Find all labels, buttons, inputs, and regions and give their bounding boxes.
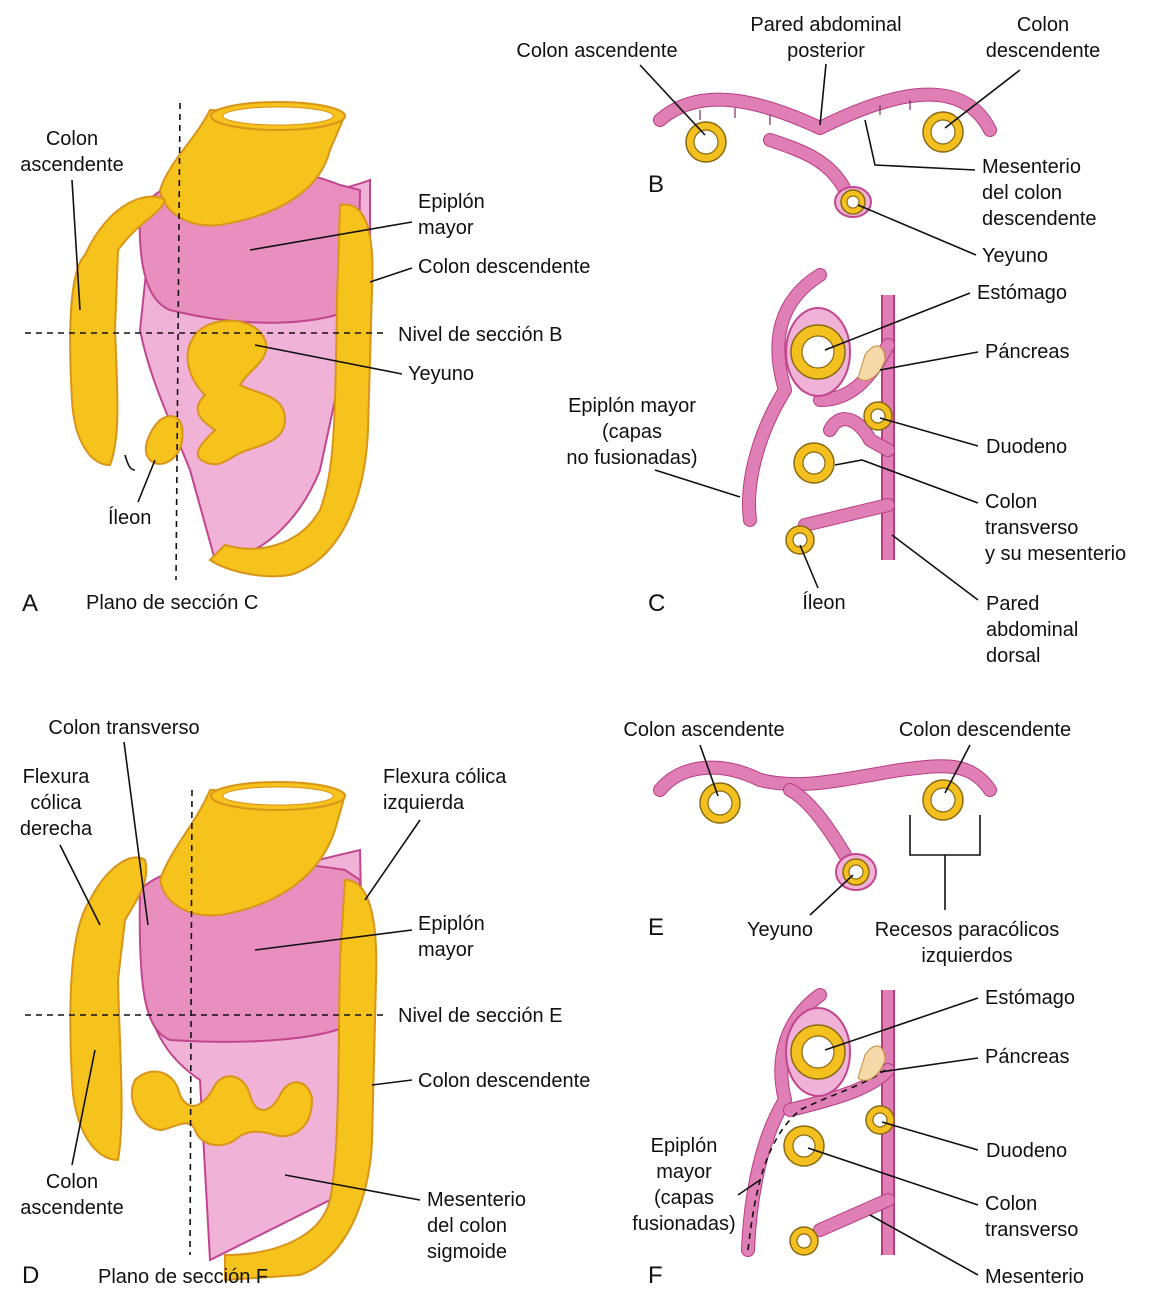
panel-a-label-colon-ascendente-1: Colon	[46, 128, 98, 150]
panel-b-label-mesenterio-1: Mesenterio	[982, 156, 1081, 178]
panel-d-label-mesenterio-2: del colon	[427, 1215, 507, 1237]
panel-f-label-colon-transverso-2: transverso	[985, 1219, 1078, 1241]
panel-f-letter: F	[648, 1262, 663, 1289]
panel-e-recesos-bracket	[910, 815, 980, 910]
panel-b-label-colon-descendente-2: descendente	[986, 40, 1101, 62]
panel-a-label-colon-ascendente-2: ascendente	[20, 154, 123, 176]
panel-f-label-epiplon-3: (capas	[654, 1187, 714, 1209]
panel-d-label-colon-transverso: Colon transverso	[48, 717, 199, 739]
panel-d-label-plano-seccion: Plano de sección F	[98, 1266, 268, 1288]
panel-b-label-yeyuno: Yeyuno	[982, 245, 1048, 267]
panel-f-label-estomago: Estómago	[985, 987, 1075, 1009]
panel-c-illustration	[749, 275, 892, 560]
panel-c-label-epiplon-3: no fusionadas)	[566, 447, 697, 469]
panel-d-label-nivel-seccion: Nivel de sección E	[398, 1005, 563, 1027]
panel-f-label-pancreas: Páncreas	[985, 1046, 1070, 1068]
panel-d-label-colon-ascendente-2: ascendente	[20, 1197, 123, 1219]
panel-d-label-mesenterio-3: sigmoide	[427, 1241, 507, 1263]
panel-d-label-flexura-derecha-1: Flexura	[23, 766, 91, 788]
panel-a-label-plano-seccion: Plano de sección C	[86, 592, 258, 614]
panel-a-label-epiplon-1: Epiplón	[418, 191, 485, 213]
panel-c-label-pared-1: Pared	[986, 593, 1039, 615]
panel-f-label-colon-transverso-1: Colon	[985, 1193, 1037, 1215]
panel-f-label-mesenterio: Mesenterio	[985, 1266, 1084, 1288]
panel-b-label-mesenterio-2: del colon	[982, 182, 1062, 204]
panel-d-label-colon-ascendente-1: Colon	[46, 1171, 98, 1193]
panel-c-pancreas	[858, 346, 885, 380]
panel-d-label-mesenterio-1: Mesenterio	[427, 1189, 526, 1211]
panel-a-label-yeyuno: Yeyuno	[408, 363, 474, 385]
panel-c-label-estomago: Estómago	[977, 282, 1067, 304]
panel-c-label-pared-2: abdominal	[986, 619, 1078, 641]
panel-c-label-ileon: Íleon	[802, 591, 845, 614]
panel-d-label-flexura-derecha-3: derecha	[20, 818, 93, 840]
panel-d-label-epiplon-2: mayor	[418, 939, 474, 961]
panel-a-label-ileon: Íleon	[108, 506, 151, 529]
panel-b-label-colon-ascendente: Colon ascendente	[516, 40, 677, 62]
panel-d-label-flexura-derecha-2: cólica	[30, 792, 82, 814]
panel-b-label-mesenterio-3: descendente	[982, 208, 1097, 230]
panel-f-label-epiplon-2: mayor	[656, 1161, 712, 1183]
panel-e-illustration	[660, 766, 990, 890]
panel-a-letter: A	[22, 590, 38, 617]
panel-d-label-colon-descendente: Colon descendente	[418, 1070, 590, 1092]
panel-b-label-pared-1: Pared abdominal	[750, 14, 901, 36]
panel-e-label-colon-ascendente: Colon ascendente	[623, 719, 784, 741]
panel-a-stomach-lumen	[223, 107, 333, 125]
panel-c-label-colon-transverso-1: Colon	[985, 491, 1037, 513]
panel-e-label-yeyuno: Yeyuno	[747, 919, 813, 941]
panel-b-label-colon-descendente-1: Colon	[1017, 14, 1069, 36]
panel-f-label-duodeno: Duodeno	[986, 1140, 1067, 1162]
panel-c-label-pared-3: dorsal	[986, 645, 1040, 667]
panel-e-letter: E	[648, 914, 664, 941]
panel-d-label-flexura-izquierda-2: izquierda	[383, 792, 465, 814]
panel-c-label-epiplon-1: Epiplón mayor	[568, 395, 696, 417]
panel-f-label-epiplon-1: Epiplón	[651, 1135, 718, 1157]
panel-e-label-recesos-2: izquierdos	[921, 945, 1012, 967]
panel-b-label-pared-2: posterior	[787, 40, 865, 62]
panel-c-label-pancreas: Páncreas	[985, 341, 1070, 363]
panel-d-label-epiplon-1: Epiplón	[418, 913, 485, 935]
panel-d-label-flexura-izquierda-1: Flexura cólica	[383, 766, 507, 788]
panel-c-label-colon-transverso-2: transverso	[985, 517, 1078, 539]
panel-c-label-epiplon-2: (capas	[602, 421, 662, 443]
panel-d-letter: D	[22, 1262, 39, 1289]
panel-f-illustration	[748, 990, 894, 1255]
panel-a-label-nivel-seccion: Nivel de sección B	[398, 324, 563, 346]
panel-b-letter: B	[648, 171, 664, 198]
panel-c-label-colon-transverso-3: y su mesenterio	[985, 543, 1126, 565]
panel-a-label-epiplon-2: mayor	[418, 217, 474, 239]
panel-c-letter: C	[648, 590, 665, 617]
panel-f-label-epiplon-4: fusionadas)	[632, 1213, 735, 1235]
panel-e-label-colon-descendente: Colon descendente	[899, 719, 1071, 741]
panel-c-label-duodeno: Duodeno	[986, 436, 1067, 458]
panel-b-illustration	[660, 95, 990, 217]
panel-a-label-colon-descendente: Colon descendente	[418, 256, 590, 278]
panel-e-label-recesos-1: Recesos paracólicos	[875, 919, 1060, 941]
